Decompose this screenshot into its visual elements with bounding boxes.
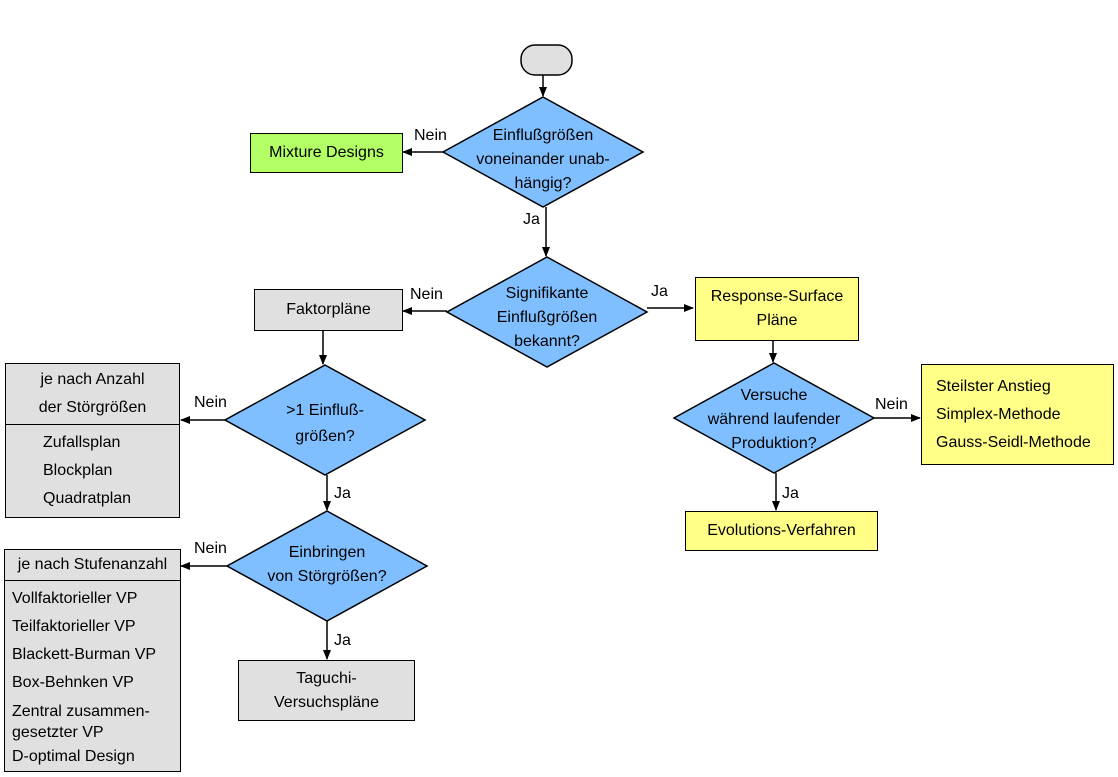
label-nein-d4: Nein <box>194 540 227 557</box>
optimization-method-item: Gauss-Seidl-Methode <box>936 433 1091 451</box>
response-surface-line: Response-Surface <box>710 288 844 305</box>
decision-significant-line: Einflußgrößen <box>496 309 598 326</box>
factorial-plans-box: je nach Stufenanzahl Vollfaktorieller VP… <box>4 549 181 772</box>
factorial-plan-item: Teilfaktorieller VP <box>12 618 136 635</box>
decision-production-line: Versuche <box>740 387 808 404</box>
decision-multiple-factors-line: größen? <box>295 428 355 445</box>
blocking-plan-item: Blockplan <box>43 462 113 479</box>
factorial-plan-item: Blackett-Burman VP <box>12 646 157 663</box>
factorial-plan-item: Box-Behnken VP <box>12 674 134 691</box>
optimization-method-item: Simplex-Methode <box>936 405 1061 423</box>
blocking-plans-box: je nach Anzahl der Störgrößen Zufallspla… <box>5 363 180 518</box>
evolution-label: Evolutions-Verfahren <box>707 522 856 539</box>
response-surface-line: Pläne <box>756 312 798 329</box>
decision-independent-text: Einflußgrößen voneinander unab- hängig? <box>468 124 618 196</box>
decision-significant-diamond <box>445 256 649 368</box>
decision-independent-line: hängig? <box>514 175 572 192</box>
taguchi-line: Versuchspläne <box>274 693 379 711</box>
label-nein-d5: Nein <box>875 396 908 413</box>
decision-production-line: während laufender <box>707 411 841 428</box>
label-ja-d5: Ja <box>782 485 799 502</box>
decision-significant-text: Signifikante Einflußgrößen bekannt? <box>472 282 622 354</box>
decision-disturbances-text: Einbringen von Störgrößen? <box>252 541 402 589</box>
factorial-plans-list: Vollfaktorieller VP Teilfaktorieller VP … <box>5 581 180 771</box>
blocking-plans-header: je nach Anzahl der Störgrößen <box>6 364 179 425</box>
label-nein-d3: Nein <box>194 394 227 411</box>
taguchi-box: Taguchi- Versuchspläne <box>238 660 415 721</box>
decision-significant-line: bekannt? <box>514 333 580 350</box>
blocking-header-line: je nach Anzahl <box>40 371 145 388</box>
mixture-designs-label: Mixture Designs <box>269 144 384 161</box>
optimization-methods-box: Steilster Anstieg Simplex-Methode Gauss-… <box>921 364 1114 465</box>
decision-independent-diamond <box>441 96 645 208</box>
factorial-plans-header: je nach Stufenanzahl <box>5 550 180 581</box>
label-ja-d4: Ja <box>334 632 351 649</box>
decision-production-text: Versuche während laufender Produktion? <box>699 384 849 456</box>
blocking-header-line: der Störgrößen <box>38 399 147 416</box>
response-surface-box: Response-Surface Pläne <box>695 277 859 341</box>
factorial-header-label: je nach Stufenanzahl <box>17 556 168 573</box>
decision-production-line: Produktion? <box>731 435 817 452</box>
label-nein-d1: Nein <box>414 127 447 144</box>
optimization-method-item: Steilster Anstieg <box>936 377 1051 395</box>
decision-disturbances-line: Einbringen <box>288 544 366 561</box>
decision-multiple-factors-diamond <box>223 364 427 476</box>
label-ja-d3: Ja <box>334 485 351 502</box>
faktorplaene-box: Faktorpläne <box>254 289 403 331</box>
mixture-designs-box: Mixture Designs <box>250 133 403 173</box>
factorial-plan-item: Zentral zusammen- <box>12 703 150 720</box>
factorial-plan-item: Vollfaktorieller VP <box>12 590 138 607</box>
decision-independent-line: voneinander unab- <box>476 151 610 168</box>
factorial-plan-item: gesetzter VP <box>12 724 104 741</box>
decision-multiple-factors-text: >1 Einfluß- größen? <box>260 398 390 450</box>
label-ja-d2: Ja <box>651 283 668 300</box>
decision-independent-line: Einflußgrößen <box>492 127 594 144</box>
faktorplaene-label: Faktorpläne <box>286 301 371 318</box>
blocking-plan-item: Quadratplan <box>43 490 132 507</box>
label-nein-d2: Nein <box>410 286 443 303</box>
decision-production-diamond <box>672 362 876 474</box>
taguchi-line: Taguchi- <box>296 669 357 687</box>
start-terminal <box>520 44 573 76</box>
evolution-box: Evolutions-Verfahren <box>685 511 878 551</box>
decision-disturbances-line: von Störgrößen? <box>267 568 387 585</box>
decision-significant-line: Signifikante <box>505 285 589 302</box>
blocking-plans-list: Zufallsplan Blockplan Quadratplan <box>6 425 179 513</box>
factorial-plan-item: D-optimal Design <box>12 748 135 765</box>
blocking-plan-item: Zufallsplan <box>43 434 121 451</box>
decision-multiple-factors-line: >1 Einfluß- <box>286 402 364 419</box>
label-ja-d1: Ja <box>523 211 540 228</box>
